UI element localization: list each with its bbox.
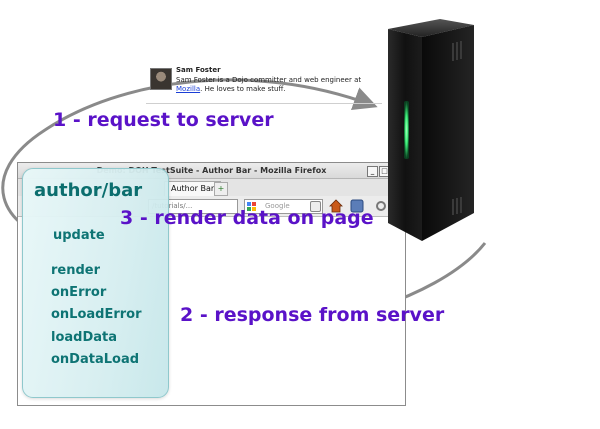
method-load-data: loadData: [51, 330, 118, 345]
step-1-label: 1 - request to server: [53, 109, 274, 131]
step-2-label: 2 - response from server: [180, 304, 445, 326]
new-tab-button[interactable]: +: [214, 182, 228, 196]
search-icon[interactable]: [310, 201, 321, 212]
tab-author-bar[interactable]: Author Bar: [164, 181, 222, 196]
method-on-error: onError: [51, 285, 107, 300]
author-bio-end: . He loves to make stuff.: [200, 85, 286, 93]
content-divider: [146, 103, 382, 104]
mozilla-link[interactable]: Mozilla: [176, 85, 201, 93]
search-placeholder: Google: [265, 202, 290, 210]
author-name: Sam Foster: [176, 66, 221, 74]
author-bio: Sam Foster is a Dojo committer and web e…: [176, 76, 376, 94]
settings-icon[interactable]: [374, 199, 388, 213]
method-on-load-error: onLoadError: [51, 307, 142, 322]
panel-title: author/bar: [34, 180, 143, 201]
browser-title: Demo: DOH TestSuite - Author Bar - Mozil…: [96, 166, 327, 175]
method-on-data-load: onDataLoad: [51, 352, 140, 367]
method-update: update: [53, 228, 105, 243]
step-3-label: 3 - render data on page: [120, 207, 374, 229]
author-bar-panel: [22, 168, 169, 398]
home-icon[interactable]: [329, 199, 343, 213]
search-box[interactable]: Google: [244, 199, 323, 214]
request-arrow: [1, 78, 378, 245]
google-icon: [247, 202, 256, 211]
minimize-button[interactable]: _: [367, 166, 378, 177]
bookmark-icon[interactable]: [350, 199, 364, 213]
server-icon: [388, 19, 474, 241]
author-avatar: [150, 68, 172, 90]
method-render: render: [51, 263, 101, 278]
author-bio-text: Sam Foster is a Dojo committer and web e…: [176, 76, 362, 84]
